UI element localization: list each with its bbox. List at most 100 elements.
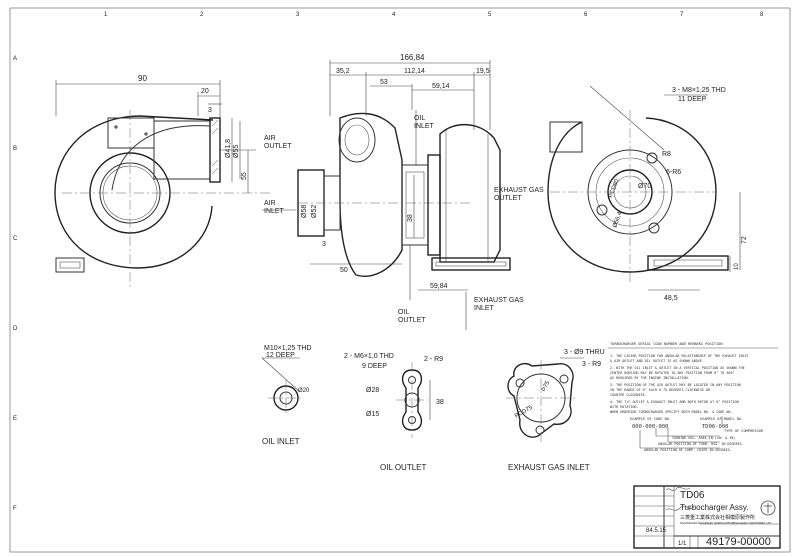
dim-dia-58: Ø58 — [301, 205, 308, 218]
oil-inlet-thd: M10×1,25 THD — [264, 345, 312, 352]
exhaust-inlet-75: ᐅ75 — [541, 380, 552, 393]
title-drawing-number: 49179-00000 — [706, 536, 771, 548]
label-oil-outlet-1: OIL — [398, 309, 409, 316]
dim-48-5: 48,5 — [664, 295, 678, 302]
zone-col-5: 5 — [488, 12, 492, 18]
label-oil-inlet-top-2: INLET — [414, 123, 435, 130]
title-model: TD06 — [680, 490, 705, 501]
dim-dia-52: Ø52 — [311, 205, 318, 218]
type-of-compressor: TYPE OF COMPRESSOR — [724, 429, 764, 433]
zone-col-6: 6 — [584, 12, 588, 18]
detail-oil-inlet — [261, 357, 304, 416]
note-line-6: 3. THE POSITION OF THE AIR OUTLET MAY BE… — [610, 383, 741, 387]
code-line-3: ANGULAR POSITION OF COMP. COVER IN DEGRE… — [644, 448, 732, 452]
turbine-side-view — [547, 85, 741, 291]
oil-outlet-deep: 9 DEEP — [362, 363, 387, 370]
dim-55: 55 — [241, 172, 248, 180]
dim-20: 20 — [201, 88, 209, 95]
side-elevation-view — [297, 60, 511, 300]
dim-112-14: 112,14 — [404, 68, 425, 75]
zone-col-1: 1 — [104, 12, 108, 18]
sheet-border — [9, 7, 791, 553]
label-air-inlet-1: AIR — [264, 200, 276, 207]
code-example: 000-000-000 — [632, 424, 668, 430]
dim-dia-55: Ø55 — [233, 145, 240, 158]
label-exhaust-outlet-1: EXHAUST GAS — [494, 187, 544, 194]
label-turbine-deep: 11 DEEP — [678, 96, 707, 103]
dim-3-left: 3 — [322, 241, 326, 248]
title-name: Turbocharger Assy. — [680, 503, 748, 512]
dim-90: 90 — [138, 74, 147, 83]
exhaust-inlet-thru: 3 - Ø9 THRU — [564, 349, 605, 356]
title-block — [633, 485, 781, 549]
title-company-en: SAGAMIHARA MACHINERY WORKS MITSUBISHI HE… — [680, 521, 772, 525]
note-line-8: COUNTER CLOCKWISE. — [610, 393, 647, 397]
dim-50: 50 — [340, 267, 348, 274]
zone-row-f: F — [13, 506, 17, 512]
code-line-1: TURBINE HSG. AREA IN (cm² & IN) — [672, 436, 735, 440]
oil-outlet-r9: 2 - R9 — [424, 356, 443, 363]
label-r8: R8 — [662, 151, 671, 158]
notes-header: TURBOCHARGER SERIAL CODE NUMBER AND REMA… — [610, 342, 723, 346]
note-line-1: 1. THE CASING POSITION FOR ANGULAR RELAT… — [610, 354, 749, 358]
zone-col-4: 4 — [392, 12, 396, 18]
note-line-5: AS REQUIRED BY THE ENGINE INSTALLATION. — [610, 376, 690, 380]
title-scale: 1/1 — [678, 541, 687, 547]
exhaust-inlet-caption: EXHAUST GAS INLET — [508, 463, 590, 472]
dim-10: 10 — [734, 263, 740, 270]
detail-oil-outlet — [396, 362, 431, 438]
dim-total-length: 166,84 — [400, 53, 425, 62]
zone-col-3: 3 — [296, 12, 300, 18]
zone-col-2: 2 — [200, 12, 204, 18]
label-turbine-thd: 3 - M8×1,25 THD — [672, 87, 726, 94]
label-exhaust-inlet-1: EXHAUST GAS — [474, 297, 524, 304]
note-line-11: WHEN ORDERING TURBOCHARGER SPECIFY BOTH … — [610, 410, 732, 414]
dim-38: 38 — [407, 214, 414, 222]
dim-72: 72 — [741, 236, 748, 244]
note-line-3: 2. WITH THE OIL INLET & OUTLET IN A VERT… — [610, 366, 745, 370]
dim-59-14: 59,14 — [432, 83, 450, 90]
note-line-7: IN THE RANGE OF 0° EACH 6.75 DEGREES CLO… — [610, 388, 711, 392]
note-line-9: 4. THE T/C OUTLET & EXHAUST INLET AND BO… — [610, 400, 739, 404]
dim-dia-41-8: Ø41,8 — [225, 139, 232, 158]
label-exhaust-outlet-2: OUTLET — [494, 195, 522, 202]
zone-col-8: 8 — [760, 12, 764, 18]
dim-59-84: 59,84 — [430, 283, 448, 290]
label-pcd80: PCD80 — [608, 178, 620, 199]
oil-outlet-caption: OIL OUTLET — [380, 463, 426, 472]
zone-markers: 1 2 3 4 5 6 7 8 A B C D E F — [13, 12, 764, 512]
oil-inlet-deep: 12 DEEP — [266, 352, 295, 359]
detail-exhaust-inlet — [506, 357, 584, 444]
dim-35-2: 35,2 — [336, 68, 350, 75]
dim-53: 53 — [380, 79, 388, 86]
zone-row-b: B — [13, 146, 17, 152]
zone-row-d: D — [13, 326, 18, 332]
model-example: TD06-000 — [702, 424, 729, 430]
code-line-2: ANGULAR POSITION OF TURB. HSG. IN DEGREE… — [658, 442, 744, 446]
zone-row-c: C — [13, 236, 18, 242]
label-oil-outlet-2: OUTLET — [398, 317, 426, 324]
oil-inlet-dia: Ø20 — [298, 388, 310, 394]
label-exhaust-inlet-2: INLET — [474, 305, 495, 312]
oil-outlet-thd: 2 - M6×1,0 THD — [344, 353, 394, 360]
label-air-outlet-2: OUTLET — [264, 143, 292, 150]
note-line-10: WITH ROTATING. — [610, 405, 639, 409]
notes-block — [608, 347, 778, 449]
note-line-4: CENTER HOUSING MAY BE ROTATED TO ANY POS… — [610, 371, 735, 375]
zone-row-e: E — [13, 416, 17, 422]
oil-outlet-38: 38 — [436, 399, 444, 406]
oil-outlet-dia28: Ø28 — [366, 387, 379, 394]
compressor-side-view — [54, 80, 270, 290]
label-dia70: Ø70 — [638, 183, 651, 190]
example-model-label: EXAMPLE OF MODEL NO. — [700, 417, 743, 421]
dim-3-top: 3 — [208, 107, 212, 114]
title-date: 84.5.15 — [646, 528, 667, 534]
zone-col-7: 7 — [680, 12, 684, 18]
exhaust-inlet-r9: 3 - R9 — [582, 361, 601, 368]
label-6-r6: 6-R6 — [666, 169, 681, 176]
label-oil-inlet-top-1: OIL — [414, 115, 425, 122]
zone-row-a: A — [13, 56, 17, 62]
oil-inlet-caption: OIL INLET — [262, 437, 300, 446]
label-dia56: Ø56,4 — [612, 211, 623, 229]
